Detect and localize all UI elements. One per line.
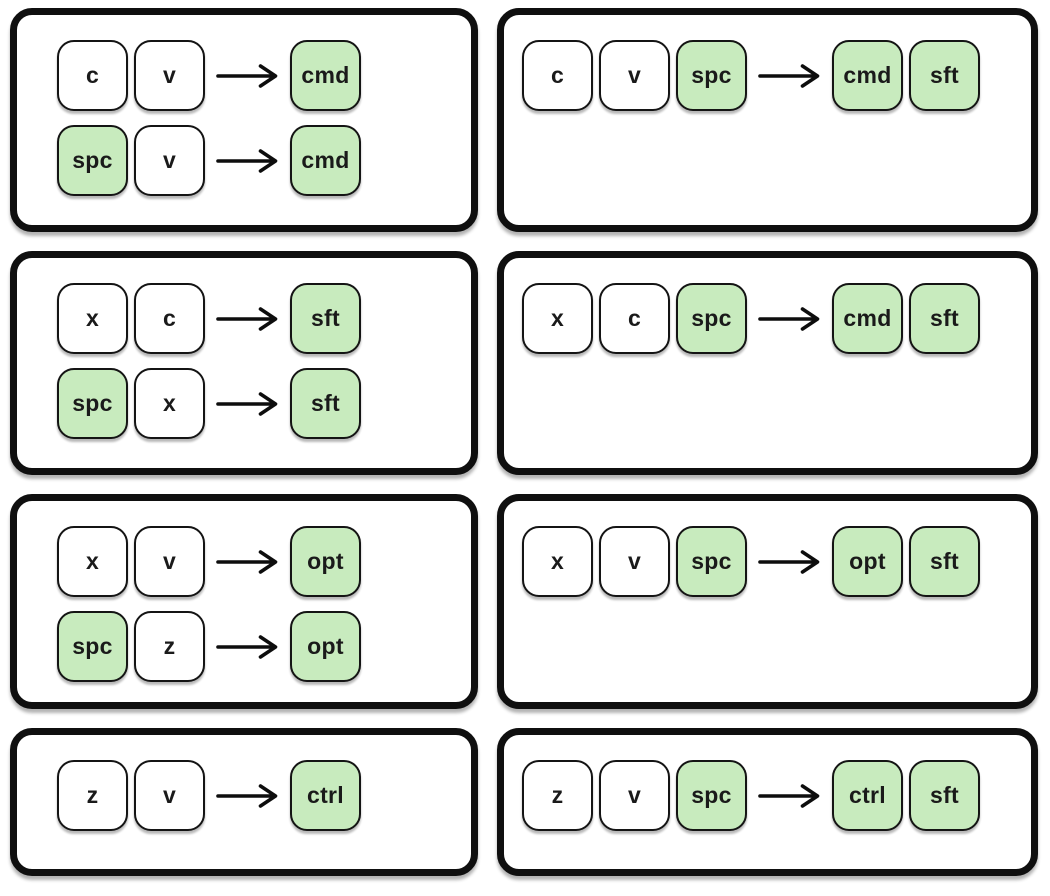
key-v: v [599,40,670,111]
key-ctrl: ctrl [832,760,903,831]
key-x: x [134,368,205,439]
key-z: z [134,611,205,682]
key-v: v [599,760,670,831]
key-ctrl: ctrl [290,760,361,831]
key-c: c [57,40,128,111]
arrow-right-icon [758,305,821,333]
key-spc: spc [57,611,128,682]
key-sft: sft [909,283,980,354]
arrow-right-icon [758,782,821,810]
key-sft: sft [290,283,361,354]
key-c: c [522,40,593,111]
arrow-right-icon [216,390,279,418]
key-cmd: cmd [290,125,361,196]
key-x: x [522,526,593,597]
key-spc: spc [676,526,747,597]
key-cmd: cmd [832,40,903,111]
arrow-right-icon [216,147,279,175]
key-spc: spc [676,760,747,831]
arrow-right-icon [758,62,821,90]
key-sft: sft [909,760,980,831]
key-v: v [134,760,205,831]
key-opt: opt [290,611,361,682]
key-z: z [57,760,128,831]
arrow-right-icon [216,633,279,661]
key-cmd: cmd [832,283,903,354]
key-cmd: cmd [290,40,361,111]
arrow-right-icon [758,548,821,576]
key-sft: sft [290,368,361,439]
key-opt: opt [290,526,361,597]
key-v: v [134,40,205,111]
key-v: v [599,526,670,597]
arrow-right-icon [216,62,279,90]
key-spc: spc [57,125,128,196]
key-x: x [57,283,128,354]
key-x: x [522,283,593,354]
key-z: z [522,760,593,831]
key-x: x [57,526,128,597]
arrow-right-icon [216,782,279,810]
arrow-right-icon [216,548,279,576]
arrow-right-icon [216,305,279,333]
key-sft: sft [909,40,980,111]
key-v: v [134,526,205,597]
key-spc: spc [676,40,747,111]
key-sft: sft [909,526,980,597]
key-opt: opt [832,526,903,597]
key-c: c [134,283,205,354]
key-v: v [134,125,205,196]
key-spc: spc [676,283,747,354]
key-spc: spc [57,368,128,439]
key-c: c [599,283,670,354]
